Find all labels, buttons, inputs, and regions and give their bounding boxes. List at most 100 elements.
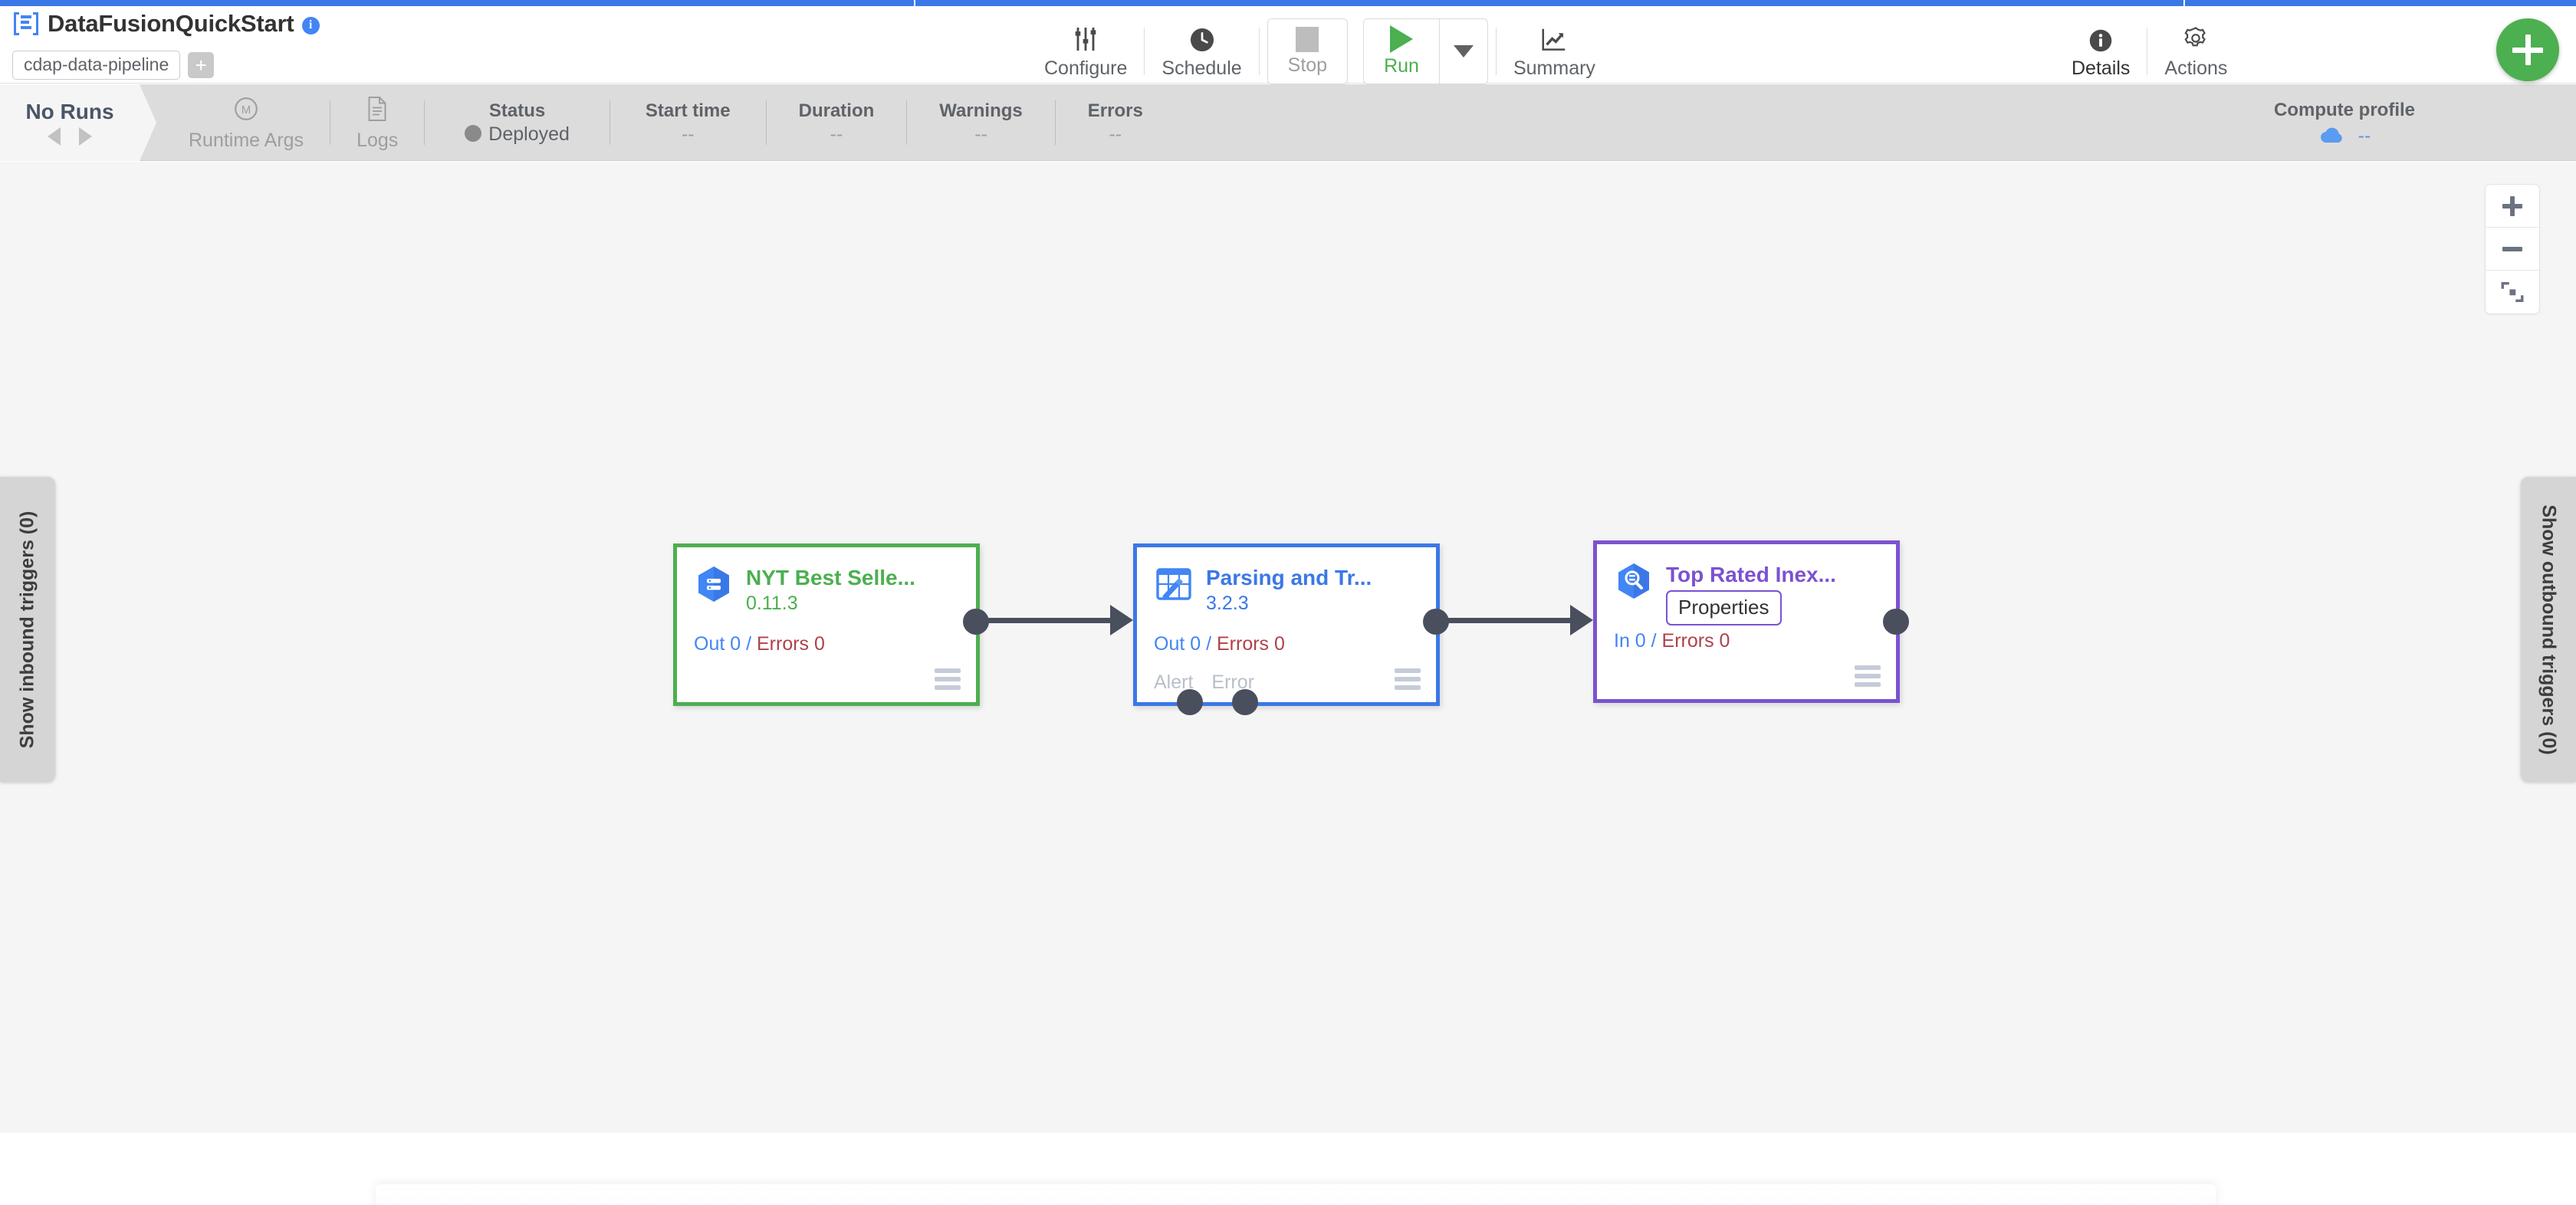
compute-profile-cell[interactable]: Compute profile --: [2274, 84, 2415, 161]
node-metric-out: Out 0: [694, 633, 741, 655]
runbar-divider: [1054, 100, 1056, 145]
configure-label: Configure: [1044, 57, 1128, 79]
node-properties-button[interactable]: Properties: [1666, 590, 1782, 625]
inbound-triggers-tab[interactable]: Show inbound triggers (0): [0, 477, 55, 782]
runtime-args-button[interactable]: M Runtime Args: [163, 84, 330, 161]
toolbar-divider: [1258, 27, 1260, 75]
node-title: Top Rated Inex...: [1666, 563, 1836, 586]
runbar-divider: [424, 100, 426, 145]
node-error-port[interactable]: [1232, 689, 1258, 715]
add-tag-button[interactable]: +: [188, 52, 215, 78]
zoom-out-button[interactable]: [2486, 228, 2539, 271]
node-metric-sep: /: [741, 633, 757, 655]
node-metrics: In 0 / Errors 0: [1614, 630, 1730, 652]
node-menu-icon[interactable]: [1395, 668, 1421, 690]
pipeline-node-sink[interactable]: Top Rated Inex... Properties In 0 / Erro…: [1593, 540, 1909, 703]
node-version: 0.11.3: [746, 593, 798, 614]
node-metric-errors: Errors 0: [1217, 633, 1285, 655]
status-value: Deployed: [488, 123, 570, 145]
node-version: 3.2.3: [1206, 593, 1249, 614]
outbound-triggers-label: Show outbound triggers (0): [2538, 504, 2560, 755]
connection-arrow-2: [1570, 605, 1593, 635]
toolbar-divider: [1144, 27, 1145, 75]
stop-button[interactable]: Stop: [1267, 18, 1349, 84]
runs-count-label: No Runs: [25, 100, 114, 123]
info-icon[interactable]: i: [301, 16, 320, 34]
summary-button[interactable]: Summary: [1497, 21, 1612, 81]
start-time-label: Start time: [645, 100, 731, 121]
pipeline-node-source[interactable]: NYT Best Selle... 0.11.3 Out 0 / Errors …: [673, 543, 989, 706]
run-dropdown-button[interactable]: [1440, 19, 1487, 84]
add-plugin-fab[interactable]: [2496, 18, 2559, 81]
node-title: Parsing and Tr...: [1206, 566, 1372, 589]
node-menu-icon[interactable]: [1855, 665, 1881, 687]
run-status-bar: No Runs M Runtime Args: [0, 84, 2576, 161]
pipeline-canvas[interactable]: Show inbound triggers (0) Show outbound …: [0, 162, 2576, 1133]
runbar-divider: [765, 100, 767, 145]
errors-label: Errors: [1087, 100, 1143, 121]
stop-label: Stop: [1287, 54, 1328, 76]
warnings-value: --: [974, 123, 987, 145]
chevron-right-icon[interactable]: [79, 127, 92, 146]
warnings-cell: Warnings --: [907, 84, 1054, 161]
details-button[interactable]: Details: [2055, 21, 2147, 81]
duration-label: Duration: [798, 100, 875, 121]
wrangler-icon: [1156, 568, 1191, 600]
compute-profile-value: --: [2358, 125, 2371, 146]
node-alert-port[interactable]: [1177, 689, 1203, 715]
runtime-args-label: Runtime Args: [189, 129, 304, 151]
run-button[interactable]: Run: [1364, 19, 1439, 84]
gear-icon: [2180, 24, 2211, 54]
errors-value: --: [1109, 123, 1122, 145]
details-label: Details: [2072, 57, 2131, 79]
node-output-port[interactable]: [1423, 609, 1449, 635]
cdap-logo-icon: [14, 12, 38, 35]
stop-square-icon: [1296, 26, 1319, 52]
info-circle-icon: [2087, 24, 2114, 54]
configure-button[interactable]: Configure: [1027, 21, 1144, 81]
chart-line-icon: [1539, 24, 1569, 54]
node-metric-in: In 0: [1614, 630, 1646, 652]
errors-cell: Errors --: [1056, 84, 1175, 161]
fit-to-screen-icon: [2501, 281, 2524, 303]
node-metric-errors: Errors 0: [1661, 630, 1730, 652]
browser-top-strip: [0, 0, 2576, 6]
logs-button[interactable]: Logs: [330, 84, 424, 161]
run-metrics-row: M Runtime Args Logs: [163, 84, 1175, 161]
page-title: DataFusionQuickStart: [48, 10, 294, 37]
node-menu-icon[interactable]: [935, 668, 961, 690]
artifact-type-pill[interactable]: cdap-data-pipeline: [12, 51, 181, 80]
run-button-group: Run: [1363, 18, 1488, 84]
chevron-left-icon[interactable]: [48, 127, 61, 146]
duration-value: --: [830, 123, 843, 145]
fit-to-screen-button[interactable]: [2486, 271, 2539, 314]
minus-icon: [2502, 246, 2522, 251]
schedule-label: Schedule: [1162, 57, 1242, 79]
status-dot-icon: [465, 125, 482, 142]
connection-line-2[interactable]: [1440, 618, 1585, 623]
connection-line-1[interactable]: [980, 618, 1125, 623]
pipeline-node-transform[interactable]: Parsing and Tr... 3.2.3 Out 0 / Errors 0…: [1133, 543, 1449, 715]
footer-ghost-panel: [376, 1184, 2216, 1205]
document-icon: [364, 95, 390, 128]
compute-profile-label: Compute profile: [2274, 100, 2415, 120]
macro-icon: M: [232, 95, 260, 128]
inbound-triggers-label: Show inbound triggers (0): [16, 511, 38, 748]
connection-arrow-1: [1110, 605, 1133, 635]
bigquery-sink-icon: [1618, 563, 1649, 599]
pipeline-toolbar-right: Details Actions: [2055, 12, 2244, 90]
node-output-port[interactable]: [1883, 609, 1909, 635]
start-time-cell: Start time --: [610, 84, 766, 161]
actions-button[interactable]: Actions: [2147, 21, 2244, 81]
node-output-port[interactable]: [963, 609, 989, 635]
outbound-triggers-tab[interactable]: Show outbound triggers (0): [2521, 477, 2576, 782]
node-metrics: Out 0 / Errors 0: [694, 633, 825, 655]
clock-icon: [1188, 24, 1217, 54]
node-metric-sep: /: [1645, 630, 1662, 652]
status-cell: Status Deployed: [425, 84, 610, 161]
status-label: Status: [488, 100, 546, 121]
schedule-button[interactable]: Schedule: [1145, 21, 1258, 81]
zoom-in-button[interactable]: [2486, 185, 2539, 228]
runs-navigator: No Runs: [0, 84, 140, 161]
svg-text:M: M: [242, 103, 251, 117]
